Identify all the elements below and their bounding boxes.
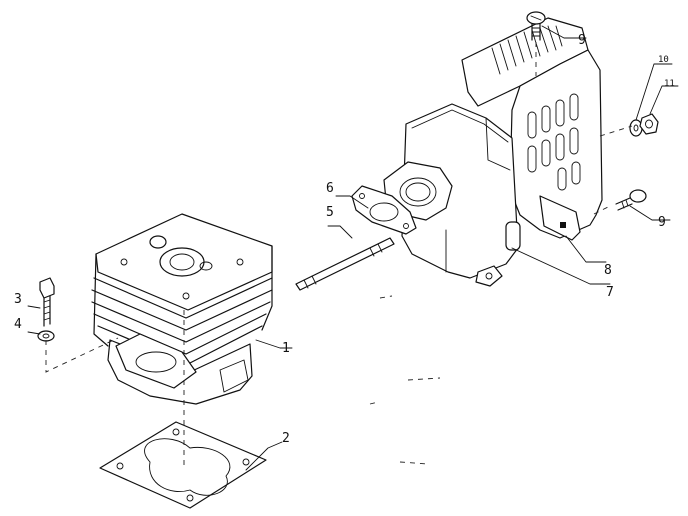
washer-4 [37,330,55,342]
washer-10 [629,119,643,137]
screw-9-side [615,189,647,211]
callout-6: 6 [326,181,334,196]
callouts: 1 2 3 4 5 6 7 8 9 9 10 11 [14,33,675,446]
callout-10: 10 [658,55,669,65]
base-gasket [99,421,267,509]
heat-shield [461,17,603,241]
callout-4: 4 [14,317,22,332]
muffler [383,103,521,287]
callout-9-top: 9 [578,33,586,48]
callout-5: 5 [326,205,334,220]
callout-11: 11 [664,79,675,89]
callout-9-side: 9 [658,215,666,230]
stud-bolt [295,237,395,291]
nut-11 [639,113,659,135]
callout-1: 1 [282,341,290,356]
leader-lines [27,25,679,471]
callout-2: 2 [282,431,290,446]
bolt-3 [39,277,55,327]
callout-3: 3 [14,292,22,307]
assembly-lines [45,42,633,470]
callout-8: 8 [604,263,612,278]
callout-7: 7 [606,285,614,300]
muffler-gasket [351,185,417,235]
screw-9-top [526,11,546,41]
cylinder [91,213,273,405]
